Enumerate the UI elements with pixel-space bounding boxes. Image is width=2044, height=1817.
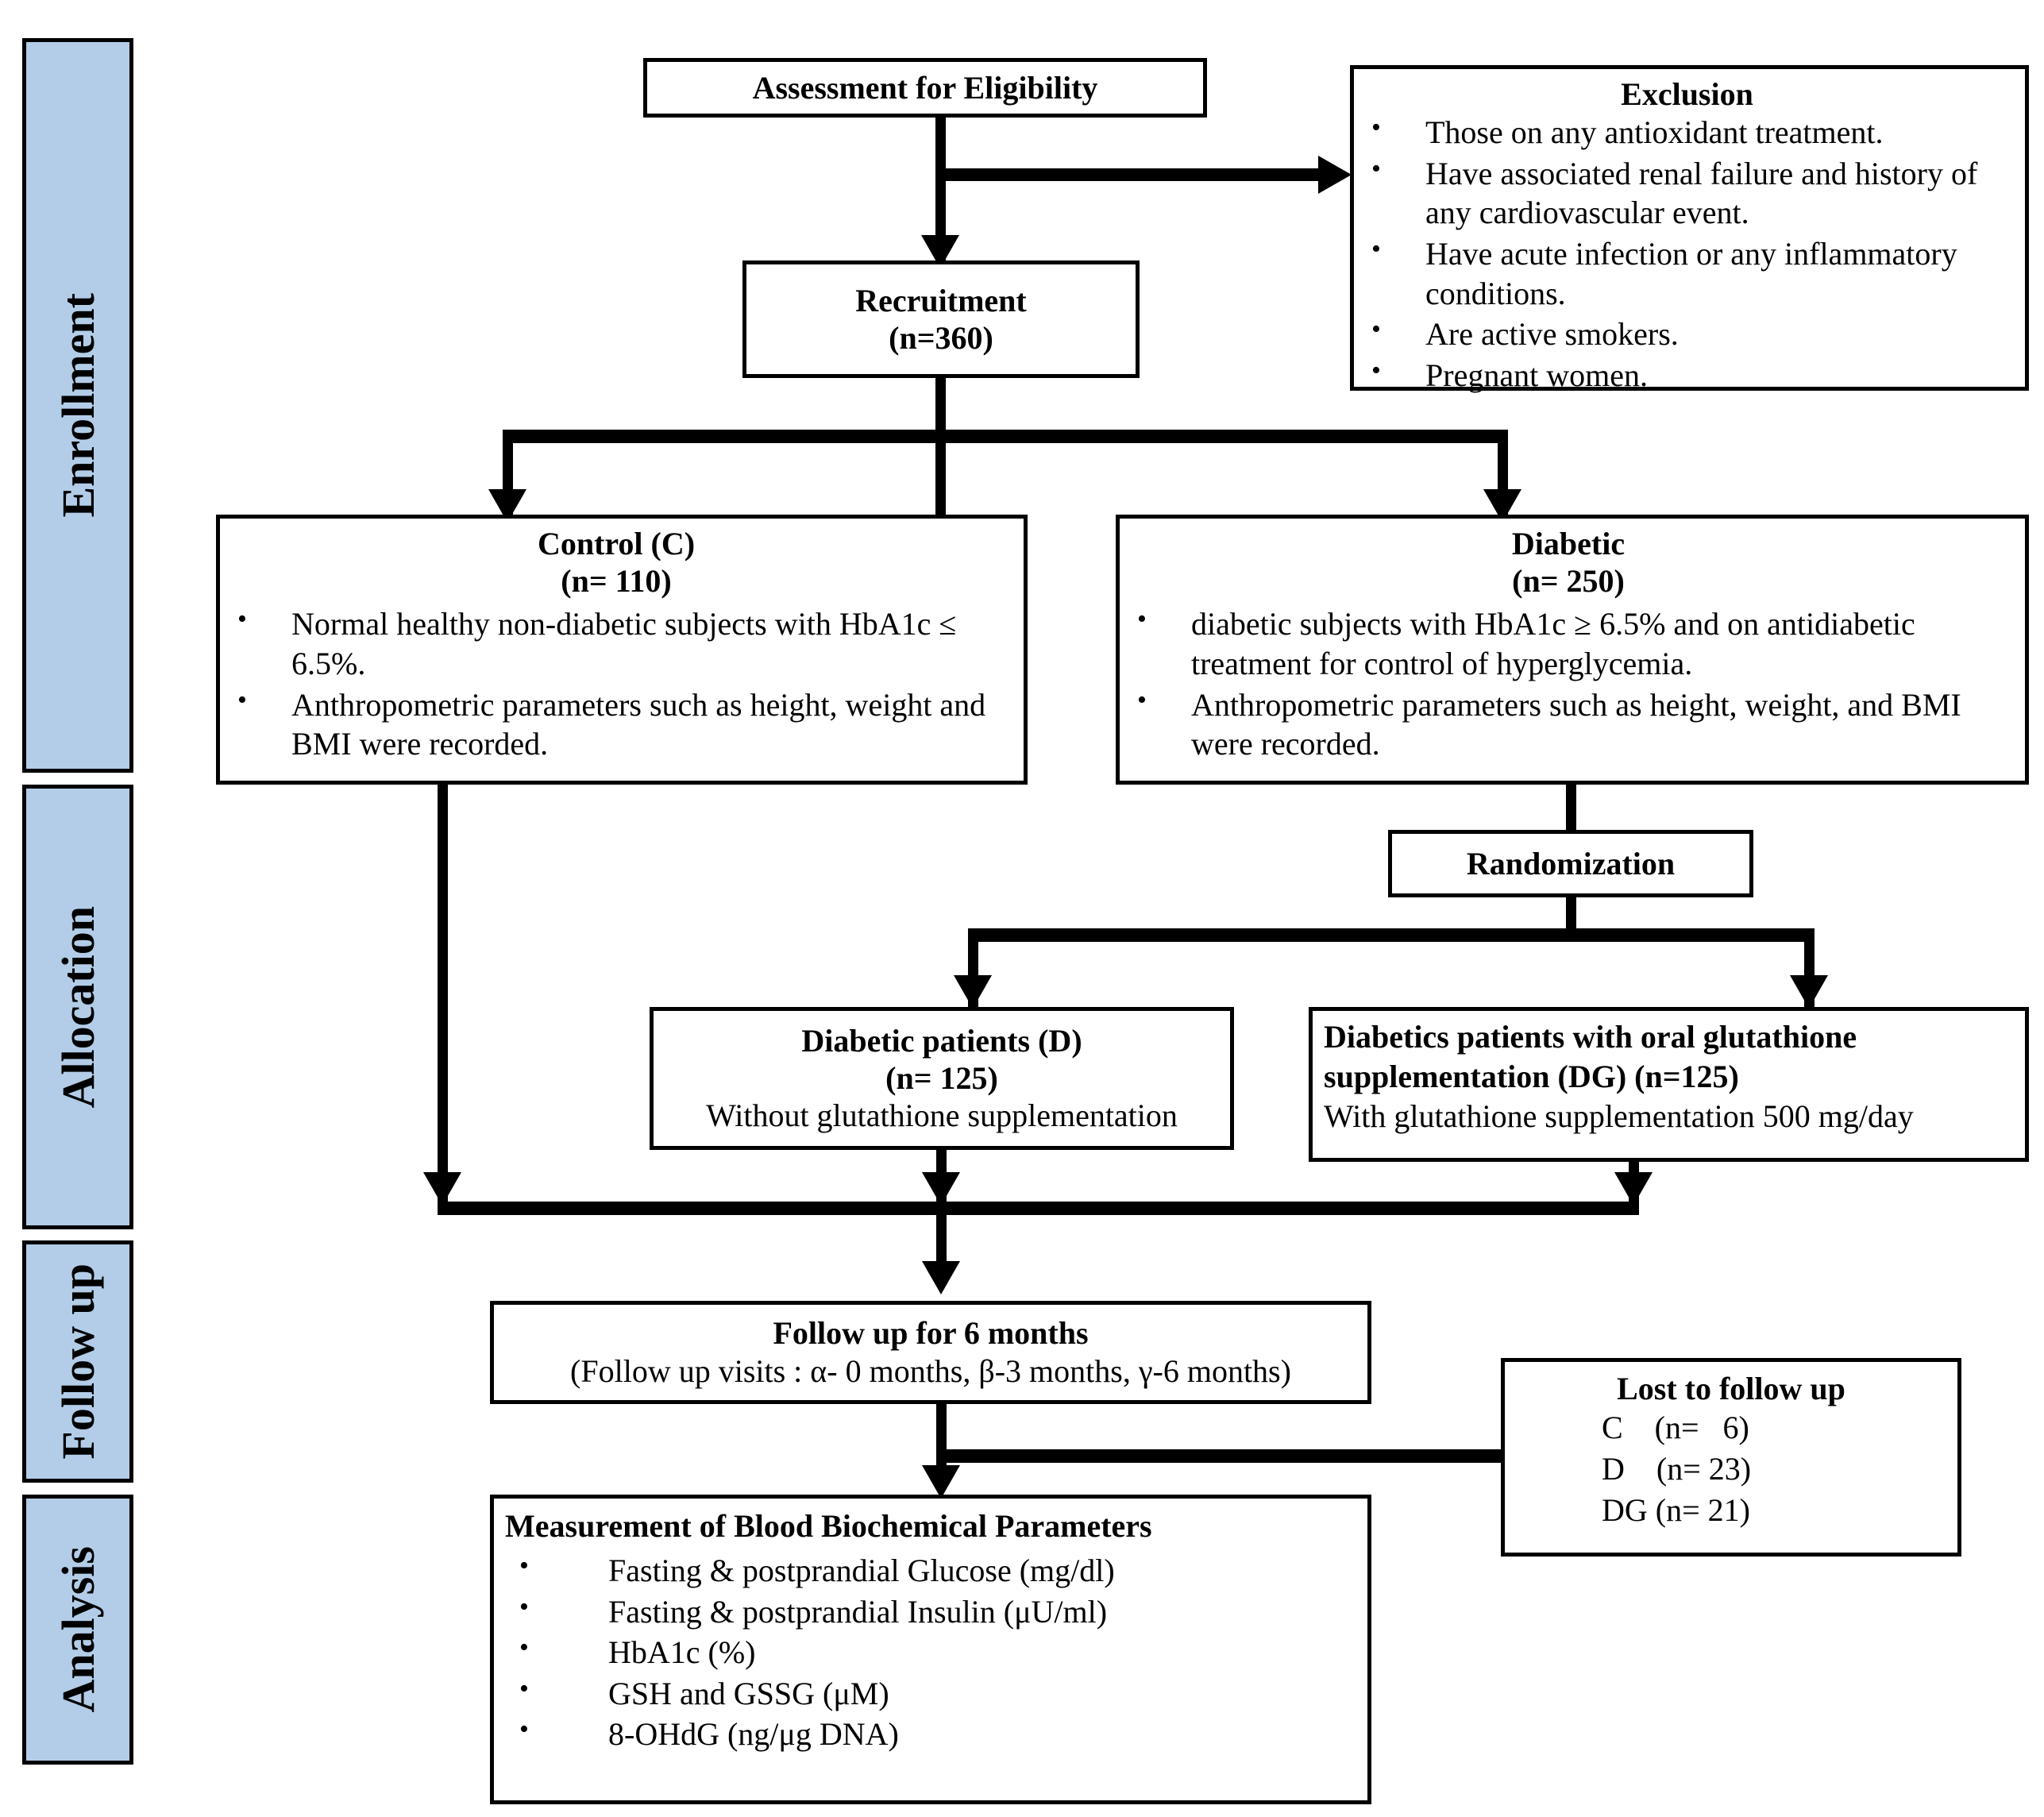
node-assessment[interactable]: Assessment for Eligibility: [643, 58, 1207, 118]
node-followup[interactable]: Follow up for 6 months (Follow up visits…: [490, 1301, 1371, 1404]
list-item: Fasting & postprandial Insulin (μU/ml): [505, 1591, 1359, 1632]
list-item: GSH and GSSG (μM): [505, 1672, 1359, 1714]
node-control-title: Control (C): [537, 526, 696, 561]
list-item: Those on any antioxidant treatment.: [1357, 111, 2017, 152]
node-exclusion-title: Exclusion: [1621, 76, 1753, 112]
node-diabetic-count: (n= 250): [1512, 563, 1625, 600]
node-control[interactable]: Control (C) (n= 110) Normal healthy non-…: [216, 515, 1028, 785]
node-followup-title: Follow up for 6 months: [773, 1315, 1089, 1352]
node-diabetic-d[interactable]: Diabetic patients (D) (n= 125) Without g…: [650, 1007, 1234, 1150]
connector-assessment-stem: [935, 118, 946, 268]
node-exclusion-list: Those on any antioxidant treatment. Have…: [1357, 111, 2017, 395]
node-followup-detail: (Follow up visits : α- 0 months, β-3 mon…: [570, 1352, 1291, 1389]
list-item: Fasting & postprandial Glucose (mg/dl): [505, 1549, 1359, 1591]
node-lost-to-followup[interactable]: Lost to follow up C (n= 6) D (n= 23) DG …: [1501, 1358, 1961, 1557]
node-diabetic-dg-title-line2: supplementation (DG) (n=125): [1324, 1059, 1739, 1094]
node-assessment-title: Assessment for Eligibility: [752, 69, 1098, 106]
list-item: Normal healthy non-diabetic subjects wit…: [223, 603, 1009, 683]
arrow-to-diabetic-dg-icon: [1790, 975, 1828, 1009]
node-measurement[interactable]: Measurement of Blood Biochemical Paramet…: [490, 1495, 1371, 1804]
connector-randomization-split-bar: [968, 928, 1815, 942]
phase-enrollment-label: Enrollment: [52, 293, 104, 518]
connector-recruitment-split-bar: [503, 430, 1508, 443]
lost-row-d: D (n= 23): [1602, 1451, 1752, 1487]
list-item: Anthropometric parameters such as height…: [223, 684, 1009, 764]
connector-followup-stem: [936, 1404, 947, 1483]
list-item: Pregnant women.: [1357, 354, 2017, 395]
node-control-list: Normal healthy non-diabetic subjects wit…: [223, 603, 1009, 764]
phase-followup: Follow up: [22, 1240, 133, 1483]
connector-recruitment-stem: [935, 378, 946, 521]
arrow-to-diabetic-d-icon: [954, 975, 992, 1009]
node-diabetic-d-title: Diabetic patients (D): [801, 1022, 1082, 1059]
node-diabetic-dg-title-line1: Diabetics patients with oral glutathione: [1324, 1019, 1857, 1055]
arrow-d-merge-icon: [922, 1172, 960, 1206]
lost-row-dg: DG (n= 21): [1602, 1492, 1750, 1529]
connector-assessment-to-exclusion: [935, 168, 1321, 181]
lost-row-c: C (n= 6): [1602, 1410, 1749, 1446]
node-diabetic-d-detail: Without glutathione supplementation: [706, 1098, 1178, 1134]
node-recruitment-title: Recruitment: [855, 282, 1027, 318]
connector-randomization-stem: [1566, 896, 1576, 937]
node-measurement-title: Measurement of Blood Biochemical Paramet…: [505, 1508, 1152, 1544]
arrow-to-measurement-icon: [922, 1465, 960, 1499]
phase-followup-label: Follow up: [52, 1263, 104, 1460]
phase-enrollment: Enrollment: [22, 38, 133, 773]
list-item: Are active smokers.: [1357, 313, 2017, 354]
arrow-control-merge-icon: [423, 1172, 461, 1206]
connector-merge-bar: [438, 1202, 1639, 1215]
node-diabetic-d-count: (n= 125): [885, 1060, 998, 1096]
connector-control-drop: [438, 785, 448, 1204]
list-item: HbA1c (%): [505, 1631, 1359, 1672]
arrow-dg-merge-icon: [1614, 1172, 1653, 1206]
list-item: diabetic subjects with HbA1c ≥ 6.5% and …: [1123, 603, 2014, 683]
phase-allocation: Allocation: [22, 785, 133, 1229]
node-control-count: (n= 110): [561, 563, 672, 600]
list-item: Have acute infection or any inflammatory…: [1357, 233, 2017, 313]
node-lost-title: Lost to follow up: [1617, 1371, 1845, 1406]
node-diabetic[interactable]: Diabetic (n= 250) diabetic subjects with…: [1116, 515, 2029, 785]
connector-followup-to-lost: [936, 1449, 1524, 1463]
node-diabetic-dg-detail: With glutathione supplementation 500 mg/…: [1324, 1098, 1914, 1134]
list-item: Have associated renal failure and histor…: [1357, 152, 2017, 233]
node-diabetic-list: diabetic subjects with HbA1c ≥ 6.5% and …: [1123, 603, 2014, 764]
phase-allocation-label: Allocation: [52, 905, 104, 1109]
node-recruitment[interactable]: Recruitment (n=360): [742, 260, 1140, 378]
node-measurement-list: Fasting & postprandial Glucose (mg/dl) F…: [505, 1549, 1359, 1754]
node-recruitment-count: (n=360): [889, 320, 993, 356]
list-item: 8-OHdG (ng/μg DNA): [505, 1713, 1359, 1754]
phase-analysis: Analysis: [22, 1495, 133, 1765]
phase-analysis-label: Analysis: [52, 1546, 104, 1713]
arrow-to-exclusion-icon: [1318, 156, 1352, 194]
node-randomization-title: Randomization: [1466, 845, 1676, 881]
arrow-to-followup-icon: [922, 1261, 960, 1294]
node-diabetic-title: Diabetic: [1511, 526, 1626, 561]
node-exclusion[interactable]: Exclusion Those on any antioxidant treat…: [1350, 65, 2029, 393]
connector-diabetic-to-randomization: [1566, 782, 1576, 831]
node-diabetic-dg[interactable]: Diabetics patients with oral glutathione…: [1309, 1007, 2029, 1162]
node-randomization[interactable]: Randomization: [1388, 830, 1753, 897]
list-item: Anthropometric parameters such as height…: [1123, 684, 2014, 764]
